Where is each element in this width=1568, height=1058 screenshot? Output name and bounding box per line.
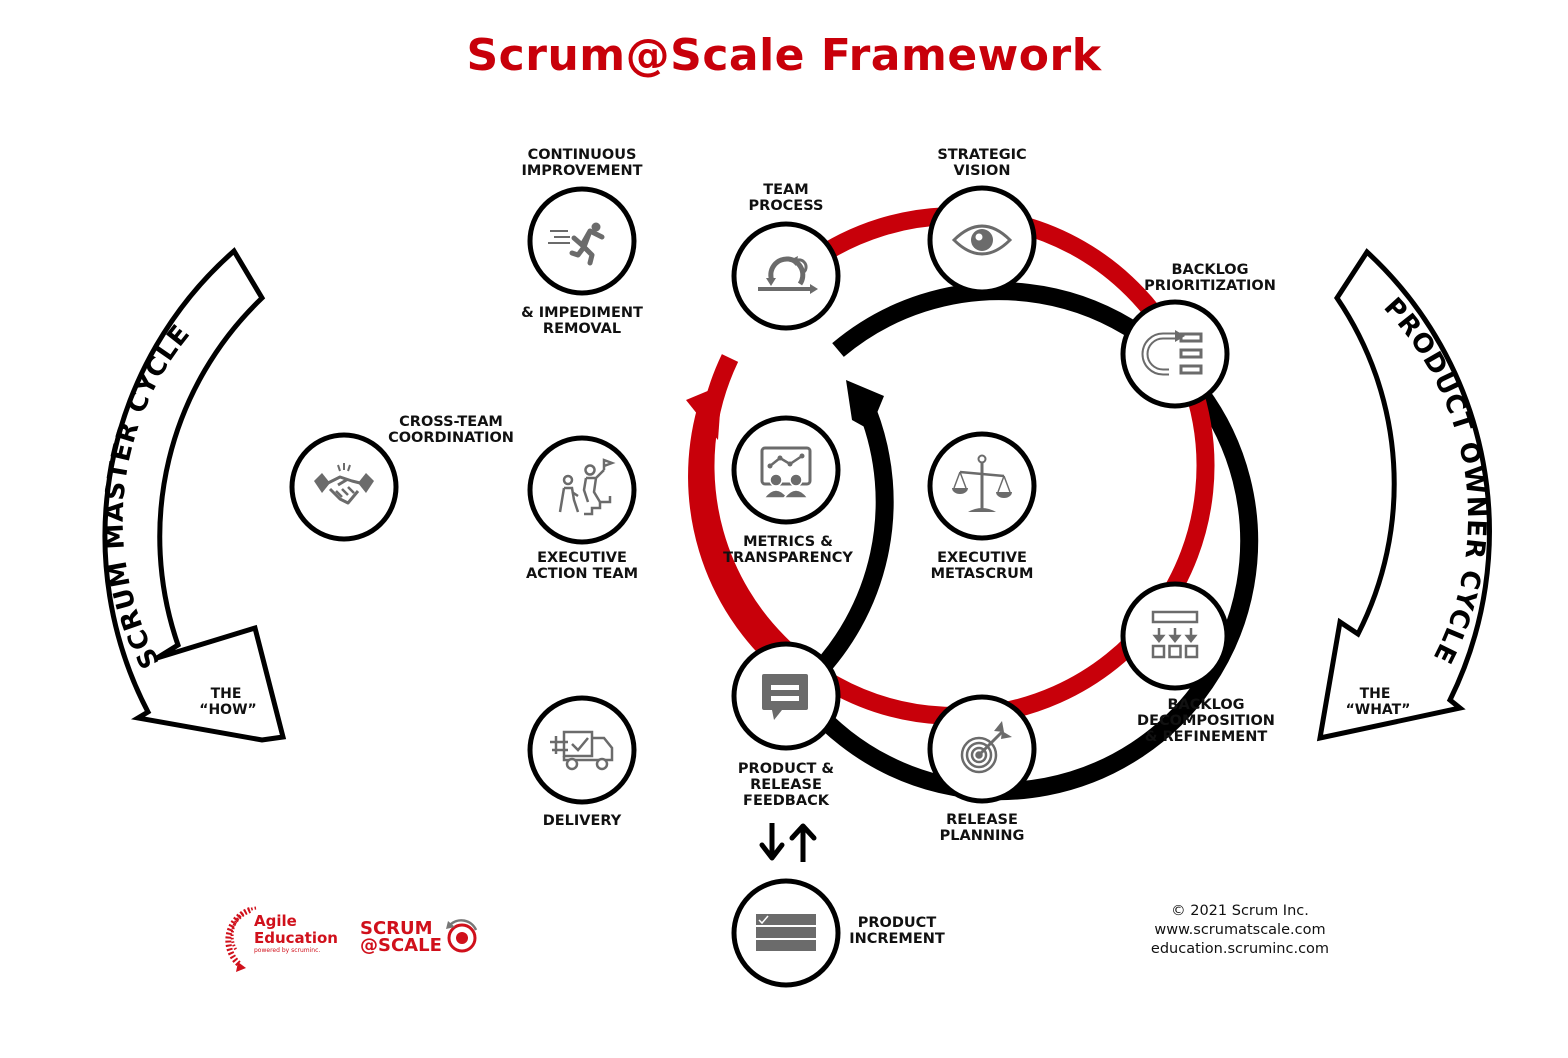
label-executive-action-team: EXECUTIVE ACTION TEAM xyxy=(525,550,639,582)
agile-education-logo: Agile Education powered by scruminc. xyxy=(254,913,338,955)
chat-bubble-icon xyxy=(762,674,808,720)
product-owner-what: “WHAT” xyxy=(1345,702,1411,718)
scrum-scale-line2: @SCALE xyxy=(360,935,442,956)
label-continuous-improvement: CONTINUOUS IMPROVEMENT xyxy=(521,147,643,179)
product-owner-cycle-arrow: PRODUCT OWNER CYCLE xyxy=(1316,248,1492,742)
node-icons xyxy=(314,222,1203,951)
black-inner-arrow xyxy=(803,408,894,687)
people-climbing-stairs-icon xyxy=(558,458,616,516)
red-inner-arrow xyxy=(688,407,789,672)
decomposition-icon xyxy=(1151,610,1199,659)
label-delivery: DELIVERY xyxy=(542,813,622,829)
handshake-icon xyxy=(314,463,374,505)
label-product-increment: PRODUCT INCREMENT xyxy=(849,915,945,947)
agile-education-globe-icon xyxy=(225,906,257,972)
product-owner-the: THE xyxy=(1359,686,1391,702)
label-impediment-removal: & IMPEDIMENT REMOVAL xyxy=(521,305,643,337)
label-release-planning: RELEASE PLANNING xyxy=(939,812,1025,844)
node-delivery[interactable] xyxy=(527,695,637,805)
prioritize-list-icon xyxy=(1141,330,1203,376)
footer-credits: © 2021 Scrum Inc. www.scrumatscale.com e… xyxy=(1120,902,1360,959)
presentation-chart-icon xyxy=(760,446,812,499)
label-cross-team-coordination: CROSS-TEAM COORDINATION xyxy=(388,414,514,446)
label-product-release-feedback: PRODUCT & RELEASE FEEDBACK xyxy=(737,761,835,809)
scrum-loop-icon xyxy=(758,256,818,294)
red-arrowhead xyxy=(686,385,722,440)
label-team-process: TEAM PROCESS xyxy=(748,182,824,214)
node-team-process[interactable] xyxy=(731,221,841,331)
increment-stack-icon xyxy=(756,914,816,951)
label-metrics-transparency: METRICS & TRANSPARENCY xyxy=(723,534,853,566)
scrum-scale-line1: SCRUM xyxy=(360,918,433,939)
website-scrumatscale[interactable]: www.scrumatscale.com xyxy=(1154,922,1326,938)
agile-education-line1: Agile xyxy=(254,912,297,930)
scrum-at-scale-logo: SCRUM @SCALE xyxy=(360,918,442,956)
node-metrics-transparency[interactable] xyxy=(731,415,841,525)
label-strategic-vision: STRATEGIC VISION xyxy=(937,147,1027,179)
running-person-icon xyxy=(548,222,605,266)
scrum-master-how: “HOW” xyxy=(199,702,257,718)
target-dart-icon xyxy=(960,721,1012,774)
node-cross-team-coordination[interactable] xyxy=(289,432,399,542)
scrum-master-cycle-arrow: SCRUM MASTER CYCLE xyxy=(100,247,287,743)
page-title: Scrum@Scale Framework xyxy=(466,30,1102,81)
label-executive-metascrum: EXECUTIVE METASCRUM xyxy=(930,550,1034,582)
scrum-at-scale-logo-icon xyxy=(446,919,478,953)
scrum-master-ring xyxy=(774,282,1259,801)
delivery-truck-icon xyxy=(550,730,614,771)
eye-icon xyxy=(951,224,1013,256)
node-circles xyxy=(289,185,1230,988)
agile-education-tagline: powered by scruminc. xyxy=(254,947,321,954)
node-executive-action-team[interactable] xyxy=(527,435,637,545)
website-education[interactable]: education.scruminc.com xyxy=(1150,941,1330,957)
balance-scale-icon xyxy=(952,454,1012,512)
scrum-master-the: THE xyxy=(210,686,242,702)
feedback-increment-arrows xyxy=(759,823,817,862)
label-backlog-prioritization: BACKLOG PRIORITIZATION xyxy=(1144,262,1276,294)
label-backlog-decomposition: BACKLOG DECOMPOSITION & REFINEMENT xyxy=(1137,697,1275,745)
node-backlog-prioritization[interactable] xyxy=(1120,299,1230,409)
agile-education-line2: Education xyxy=(254,929,338,947)
copyright-text: © 2021 Scrum Inc. xyxy=(1171,903,1309,919)
